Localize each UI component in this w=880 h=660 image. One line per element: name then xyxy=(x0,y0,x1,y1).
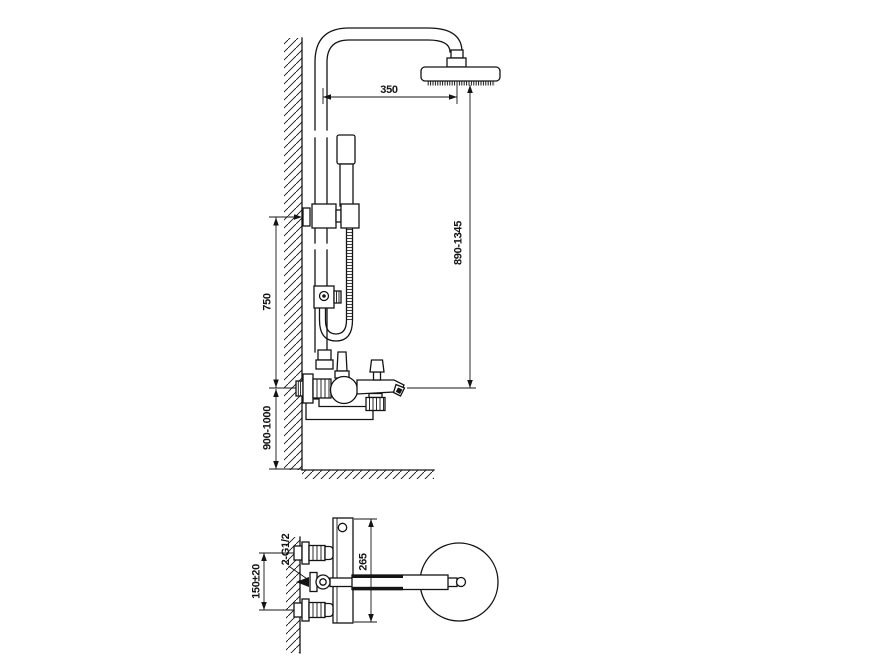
plan-inlet-bottom xyxy=(293,598,334,622)
plan-body-screw xyxy=(337,522,348,533)
dim-150-20-label: 150±20 xyxy=(251,564,263,599)
hand-shower-hose xyxy=(318,226,354,342)
mixer-lever-handle xyxy=(336,351,348,372)
lower-ridged-knob xyxy=(365,396,386,412)
riser-pipe xyxy=(314,27,463,353)
mixer-body xyxy=(329,375,359,405)
dim-890-1345-label: 890-1345 xyxy=(453,221,465,265)
wall-inlet-fitting xyxy=(295,380,304,397)
wall-hatching xyxy=(284,38,302,470)
diverter-knob xyxy=(369,359,385,373)
thread-leader-arrow xyxy=(296,577,309,587)
dim-350-label: 350 xyxy=(380,84,398,96)
diverter-stem xyxy=(372,371,382,381)
hand-shower-handle xyxy=(339,163,354,207)
bracket-leader-arrow xyxy=(294,214,302,220)
mixer-valve xyxy=(295,351,386,421)
plan-arm-connection xyxy=(309,571,331,593)
label-thread-2-g12: 2-G1/2 xyxy=(280,533,309,587)
bracket-connector xyxy=(335,209,342,223)
bracket-clamp-block xyxy=(311,203,337,229)
hand-shower-head xyxy=(336,134,356,165)
overhead-shower-head xyxy=(420,66,501,86)
riser-base-adapter xyxy=(315,349,334,370)
dim-265: 265 xyxy=(354,518,377,623)
hand-shower-holder xyxy=(340,203,360,229)
dim-thread-label: 2-G1/2 xyxy=(280,533,292,565)
plan-inlet-top xyxy=(293,541,334,565)
dim-150-20: 150±20 xyxy=(251,552,294,611)
dim-265-label: 265 xyxy=(358,553,370,571)
floor-hatching xyxy=(302,470,434,479)
dim-900-1000-label: 900-1000 xyxy=(262,406,274,450)
mixer-wall-flange xyxy=(302,373,314,404)
dim-350: 350 xyxy=(322,84,458,104)
floor-section xyxy=(301,469,435,479)
dim-750-label: 750 xyxy=(262,293,274,311)
dim-750: 750 xyxy=(262,217,296,389)
plan-mixer-body xyxy=(332,517,354,624)
dim-890-1345: 890-1345 xyxy=(407,85,476,389)
dim-900-1000: 900-1000 xyxy=(262,389,302,470)
hand-shower xyxy=(336,134,356,207)
mixer-ridged-connector xyxy=(312,378,332,399)
hose-ridging xyxy=(346,228,353,320)
top-plan-view: 265 150±20 2-G1/2 xyxy=(251,517,499,654)
bath-spout xyxy=(356,359,406,397)
bracket-wall-plate xyxy=(302,207,311,227)
hose-slider-block xyxy=(313,285,342,309)
wall-bracket-assembly xyxy=(269,203,360,229)
front-elevation-view: 350 890-1345 750 900-1000 xyxy=(262,27,501,479)
wall-section xyxy=(284,37,303,471)
plan-wall-hatching xyxy=(286,537,300,653)
slider-knob xyxy=(333,290,342,304)
spray-nozzles xyxy=(427,81,495,86)
arm-hub xyxy=(455,576,467,588)
